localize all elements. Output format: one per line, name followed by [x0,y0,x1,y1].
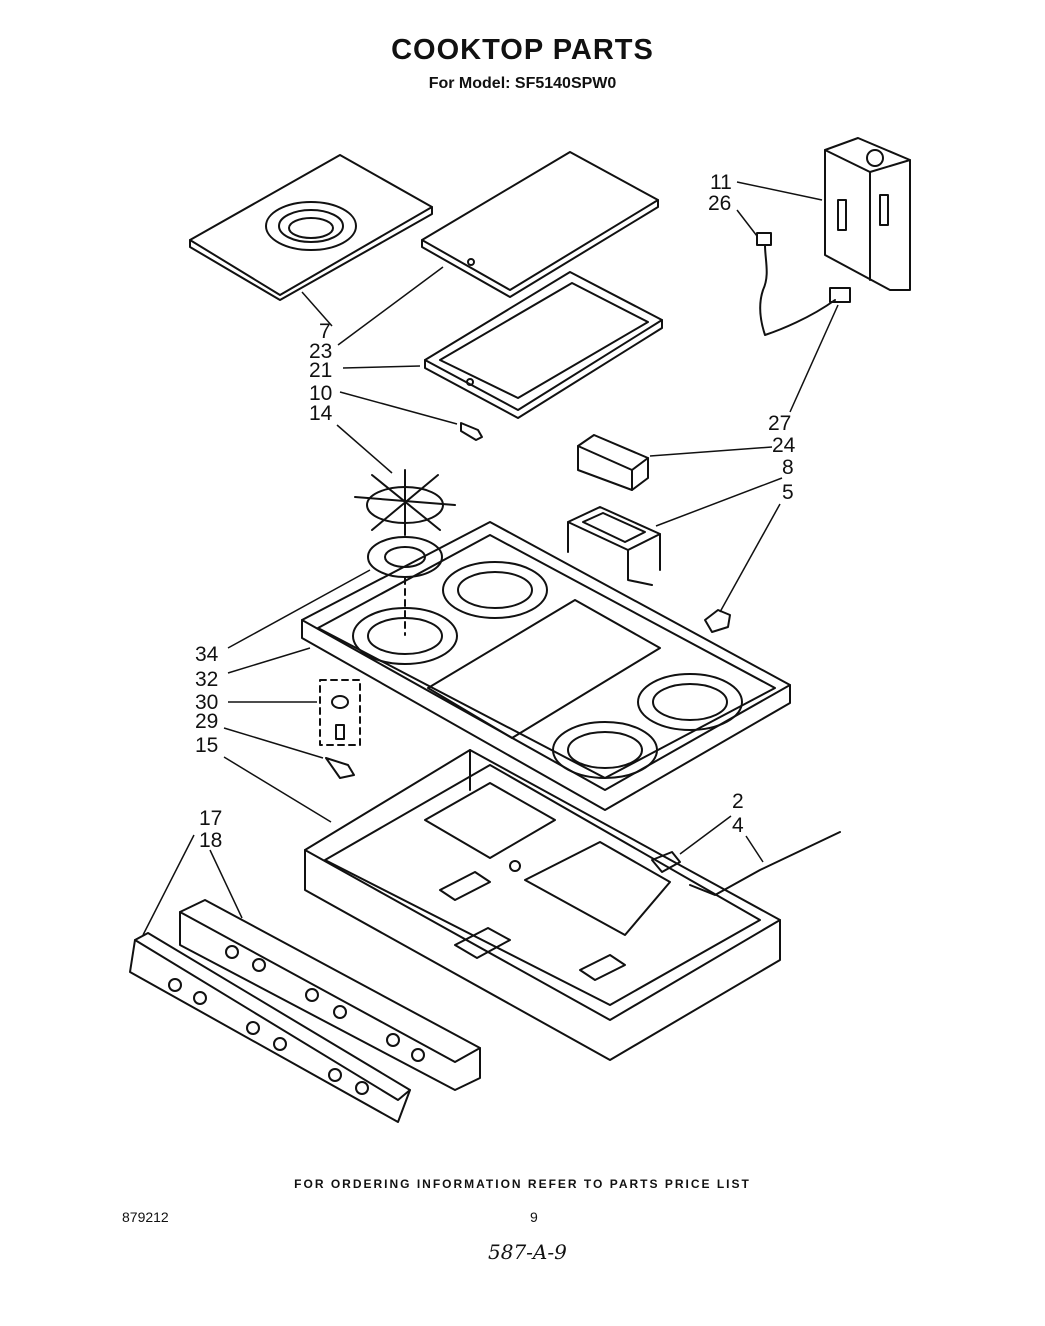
callout-27: 27 [768,412,791,435]
callout-10: 10 [309,382,332,405]
model-subtitle: For Model: SF5140SPW0 [428,75,617,92]
bracket-part-24 [577,434,649,491]
callout-8: 8 [782,456,794,479]
callout-labels: 7 23 21 10 14 11 26 27 24 8 5 34 32 30 2… [195,171,796,852]
callout-21: 21 [309,359,332,382]
callout-15: 15 [195,734,218,757]
callout-17: 17 [199,807,222,830]
bracket-part-8 [567,506,661,586]
cooktop-main-top-part-32 [301,521,791,811]
handwritten-note: 587-A-9 [488,1240,567,1264]
leader-lines [142,181,839,936]
griddle-cover-part-23 [421,151,659,298]
chassis-pan-part-15 [304,749,781,1061]
callout-4: 4 [732,814,744,837]
clip-part-5 [704,609,731,633]
part-2 [651,851,681,873]
tray-part-21 [424,271,663,419]
ordering-info-note: FOR ORDERING INFORMATION REFER TO PARTS … [294,1177,751,1191]
callout-18: 18 [199,829,222,852]
callout-2: 2 [732,790,744,813]
callout-7: 7 [319,320,331,343]
callout-24: 24 [772,434,796,457]
burner-grate-part-14 [354,469,456,536]
callout-26: 26 [708,192,731,215]
box-part-11 [824,137,911,291]
callout-29: 29 [195,710,218,733]
page-title: COOKTOP PARTS [391,34,654,66]
callout-23: 23 [309,340,332,363]
clip-part-10 [460,422,483,441]
callout-14: 14 [309,402,333,425]
callout-32: 32 [195,668,218,691]
wire-harness-part-26 [756,232,851,336]
valve-group-parts-30-29-15 [319,679,361,779]
burner-cover-part-7 [189,154,433,301]
callout-11: 11 [710,171,732,194]
part-4-wire [689,831,841,896]
page-number: 9 [530,1209,538,1225]
callout-34: 34 [195,643,219,666]
document-number: 879212 [122,1209,169,1225]
callout-5: 5 [782,481,794,504]
callout-30: 30 [195,691,218,714]
control-panel-part-18 [179,899,481,1091]
